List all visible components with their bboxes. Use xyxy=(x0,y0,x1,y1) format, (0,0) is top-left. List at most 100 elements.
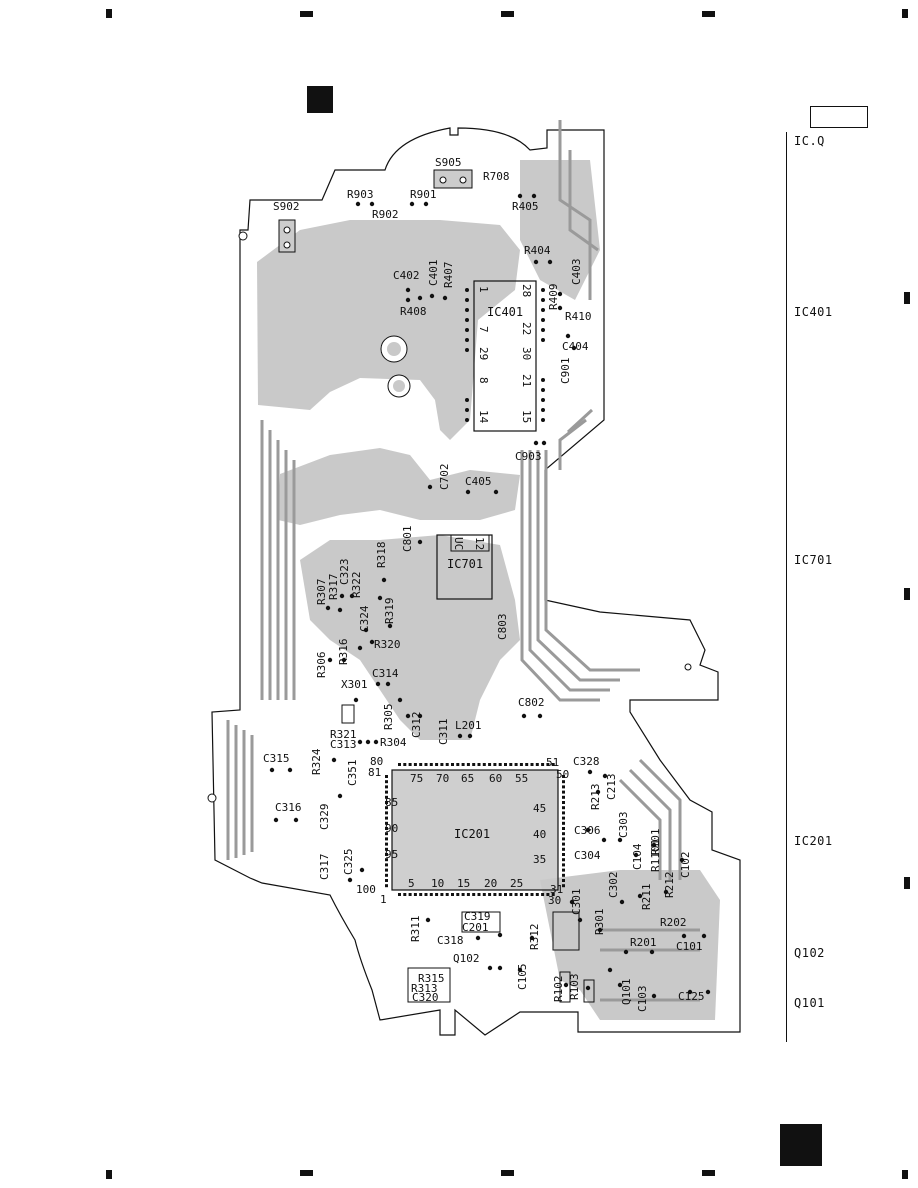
component-pad xyxy=(541,440,547,446)
copper-pour xyxy=(520,160,600,300)
index-legend-title: IC.Q xyxy=(794,134,825,148)
ic401-pin-1: 1 xyxy=(477,286,490,293)
component-pad xyxy=(529,935,535,941)
ic201-pad xyxy=(498,893,502,896)
component-pad xyxy=(353,697,359,703)
registration-mark xyxy=(106,1170,112,1179)
component-pad xyxy=(425,917,431,923)
ic201-pin-75: 75 xyxy=(410,772,423,785)
component-pad xyxy=(497,932,503,938)
ic201-pin-100: 100 xyxy=(356,883,376,896)
label-r405: R405 xyxy=(512,200,539,213)
ic201-pad xyxy=(385,816,388,820)
label-c303: C303 xyxy=(617,812,630,839)
ic201-pad xyxy=(385,858,388,862)
ic201-pad xyxy=(562,832,565,836)
ic201-pad xyxy=(398,763,401,766)
label-r1101: R1101 xyxy=(649,839,662,872)
registration-mark xyxy=(702,11,715,17)
component-pad xyxy=(637,893,643,899)
label-r306: R306 xyxy=(315,652,328,679)
component-pad xyxy=(533,259,539,265)
ic201-pad xyxy=(562,858,565,862)
label-r202: R202 xyxy=(660,916,687,929)
component-pad xyxy=(563,982,569,988)
ic201-pad xyxy=(456,893,460,896)
label-c351: C351 xyxy=(346,760,359,787)
ic201-pad xyxy=(530,893,534,896)
ic201-pad xyxy=(413,893,417,896)
ic201-pad xyxy=(562,795,565,799)
ic401-name: IC401 xyxy=(487,305,523,319)
ic201-pad xyxy=(477,893,481,896)
component-pad xyxy=(487,965,493,971)
ic201-pin-51: 51 xyxy=(546,756,559,769)
ic201-pad xyxy=(525,763,529,766)
ic201-pad xyxy=(385,801,388,804)
component-pad xyxy=(417,295,423,301)
component-pad xyxy=(517,193,523,199)
ic201-pin-1: 1 xyxy=(380,893,387,906)
label-r708: R708 xyxy=(483,170,510,183)
ic201-pad xyxy=(408,893,412,896)
component-pad xyxy=(577,917,583,923)
ic201-pad xyxy=(562,884,565,888)
label-r902: R902 xyxy=(372,208,399,221)
label-r407: R407 xyxy=(442,262,455,289)
ic201-pad xyxy=(514,893,518,896)
component-pad xyxy=(369,201,375,207)
component-pad xyxy=(369,639,375,645)
ic201-pad xyxy=(385,863,388,867)
ic201-pad xyxy=(530,763,534,766)
ic201-name: IC201 xyxy=(454,827,490,841)
ic201-pad xyxy=(562,879,565,882)
ic201-pad xyxy=(385,884,388,888)
ic201-pin-40: 40 xyxy=(533,828,546,841)
ic201-pad xyxy=(514,763,518,766)
ic201-pad xyxy=(562,868,565,872)
component-pad xyxy=(365,739,371,745)
ic201-pad xyxy=(535,893,539,896)
component-pad xyxy=(565,333,571,339)
index-divider-line xyxy=(786,132,787,1042)
ic201-pad xyxy=(403,763,407,766)
label-c801: C801 xyxy=(401,526,414,553)
label-r317: R317 xyxy=(327,574,340,601)
label-r319: R319 xyxy=(383,598,396,625)
component-pad xyxy=(557,305,563,311)
ic201-pad xyxy=(482,893,486,896)
ic201-pad xyxy=(461,893,465,896)
ic401-pin-29: 29 xyxy=(477,347,490,360)
component-pad xyxy=(651,842,657,848)
ic201-pins xyxy=(385,763,565,896)
label-c329: C329 xyxy=(318,804,331,831)
label-c101: C101 xyxy=(676,940,703,953)
component-pad xyxy=(537,713,543,719)
ic201-pad xyxy=(562,816,565,820)
ic201-pad xyxy=(562,837,565,841)
ic201-pin-45: 45 xyxy=(533,802,546,815)
index-ic401: IC401 xyxy=(794,305,833,319)
ic201-pad xyxy=(451,763,454,766)
label-c304: C304 xyxy=(574,849,601,862)
ic201-pad xyxy=(562,847,565,851)
ic201-pin-31: 31 xyxy=(550,883,563,896)
component-pad xyxy=(571,345,577,351)
ic701-name: IC701 xyxy=(447,557,483,571)
copper-pour xyxy=(257,220,520,440)
registration-mark xyxy=(902,1170,908,1179)
label-c702: C702 xyxy=(438,464,451,491)
ic201-pad xyxy=(477,763,481,766)
label-c901: C901 xyxy=(559,358,572,385)
component-pad xyxy=(663,889,669,895)
component-pad xyxy=(617,837,623,843)
label-c903: C903 xyxy=(515,450,542,463)
component-pad xyxy=(347,877,353,883)
ic201-pad xyxy=(435,763,439,766)
ic201-pad xyxy=(445,893,449,896)
registration-mark xyxy=(300,11,313,17)
component-pad xyxy=(337,607,343,613)
ic201-pad xyxy=(385,879,388,882)
label-r311: R311 xyxy=(409,916,422,943)
label-c328: C328 xyxy=(573,755,600,768)
